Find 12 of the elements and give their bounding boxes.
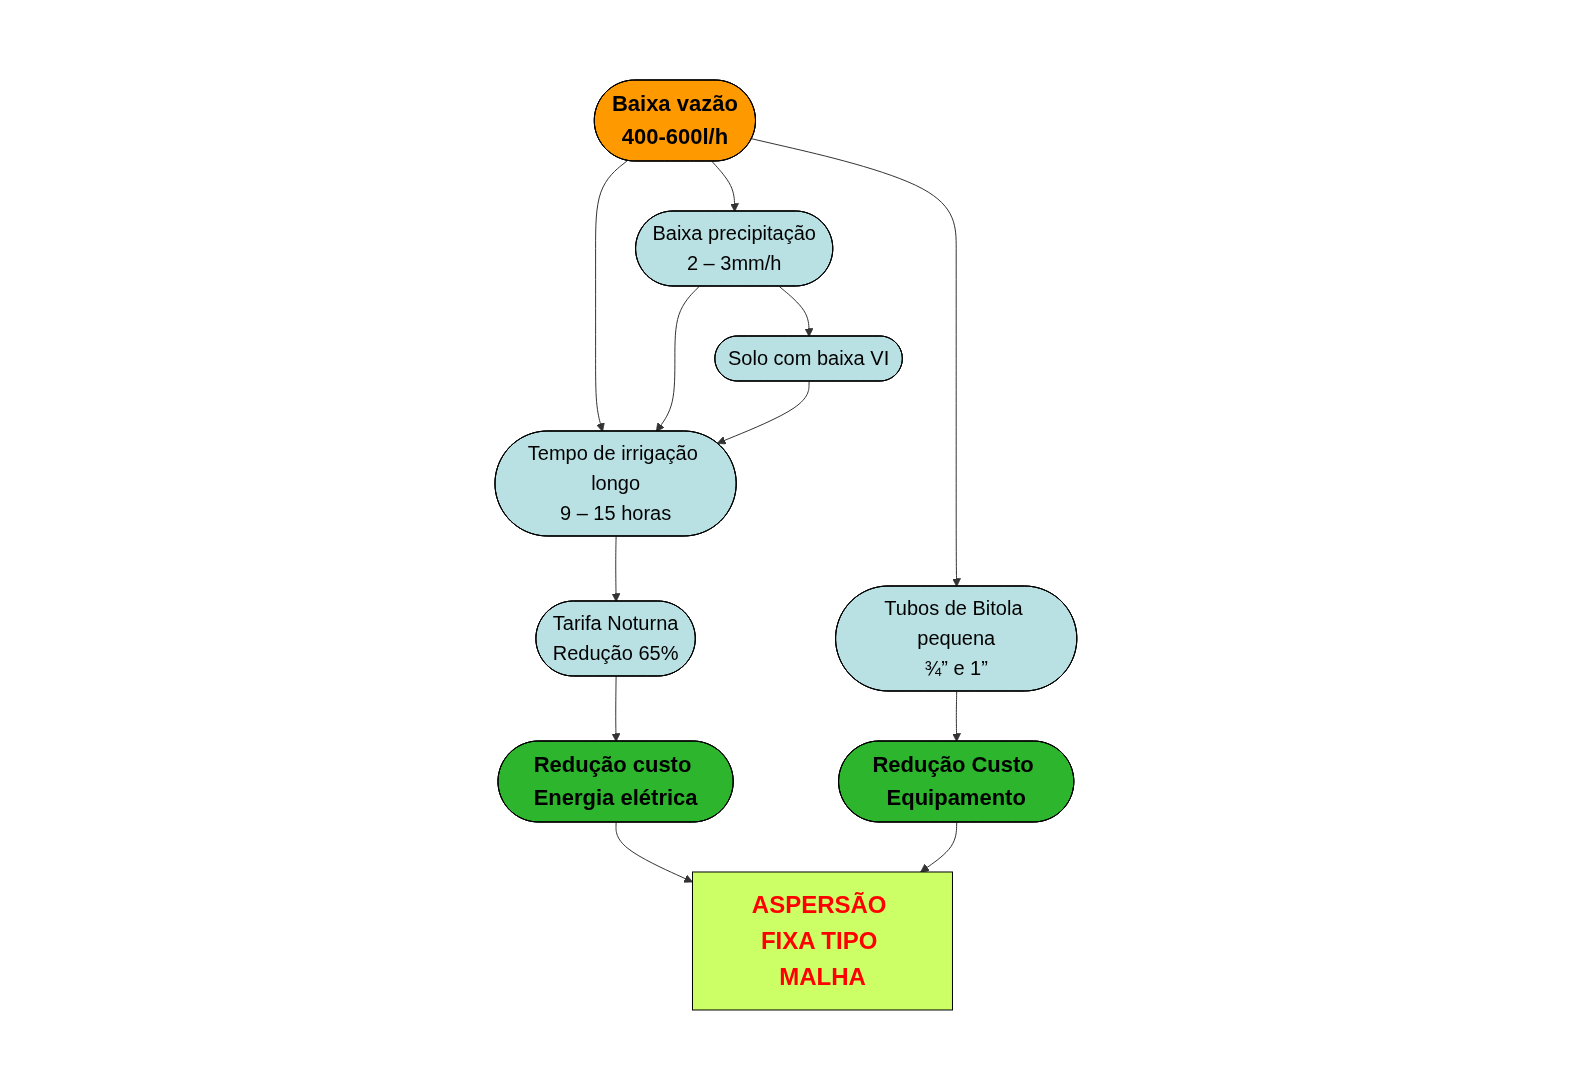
arrow	[919, 821, 957, 872]
arrow	[778, 285, 813, 337]
arrow	[711, 160, 739, 212]
arrow	[716, 380, 810, 444]
arrow	[615, 821, 693, 883]
arrow	[611, 535, 620, 602]
arrow	[611, 675, 620, 742]
node-box: ASPERSÃO FIXA TIPO MALHA	[691, 871, 953, 1010]
arrow	[951, 690, 961, 742]
arrow	[750, 137, 961, 587]
arrow	[594, 159, 628, 432]
arrow	[655, 285, 700, 432]
